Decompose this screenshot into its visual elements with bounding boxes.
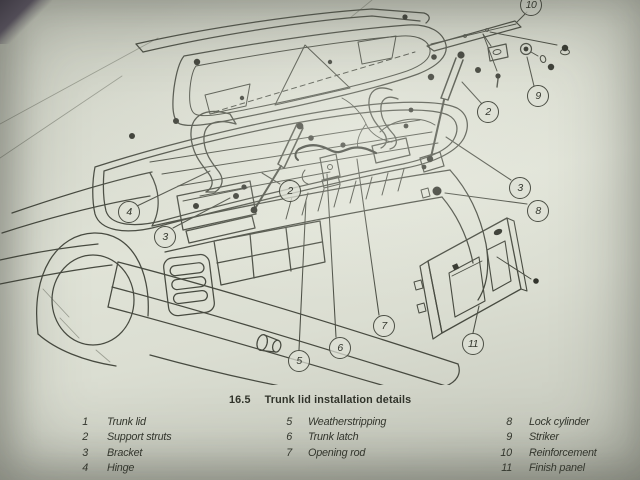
legend-item-label: Trunk latch bbox=[308, 431, 359, 444]
legend-item-label: Opening rod bbox=[308, 446, 366, 459]
legend-item-label: Bracket bbox=[107, 446, 143, 459]
car-body-drawing bbox=[0, 101, 489, 385]
legend-item-number: 2 bbox=[82, 431, 88, 444]
callout-10: 10 bbox=[520, 0, 542, 16]
callout-8: 8 bbox=[527, 200, 549, 222]
callout-7: 7 bbox=[373, 315, 395, 337]
callout-3: 3 bbox=[154, 226, 176, 248]
callout-3: 3 bbox=[509, 177, 531, 199]
legend-item-number: 7 bbox=[286, 446, 292, 459]
legend-item: 8 Lock cylinder bbox=[460, 416, 597, 431]
legend-item: 1 Trunk lid bbox=[56, 416, 171, 431]
finish-panel-drawing bbox=[413, 187, 532, 340]
legend-item-number: 8 bbox=[506, 416, 512, 428]
legend-item-number: 6 bbox=[286, 431, 292, 444]
legend-column-2: 5 Weatherstripping 6 Trunk latch 7 Openi… bbox=[260, 416, 386, 462]
callout-9: 9 bbox=[527, 85, 549, 107]
legend-item-number: 10 bbox=[500, 446, 512, 459]
figure-title: Trunk lid installation details bbox=[264, 394, 412, 406]
legend-item: 10 Reinforcement bbox=[460, 446, 597, 462]
legend-item-label: Reinforcement bbox=[529, 446, 597, 459]
trunk-lid-exploded-diagram bbox=[0, 0, 570, 385]
legend-item: 6 Trunk latch bbox=[260, 431, 386, 446]
legend-item: 5 Weatherstripping bbox=[260, 416, 386, 431]
legend-item-label: Lock cylinder bbox=[529, 416, 590, 428]
legend-item-label: Hinge bbox=[107, 461, 135, 474]
legend-item: 7 Opening rod bbox=[260, 447, 386, 462]
legend-item: 3 Bracket bbox=[56, 447, 171, 462]
callout-4: 4 bbox=[118, 201, 140, 223]
legend-item-label: Striker bbox=[529, 431, 559, 444]
legend-item-number: 11 bbox=[501, 461, 512, 474]
legend-item-number: 1 bbox=[82, 416, 88, 428]
figure-caption: 16.5 Trunk lid installation details bbox=[229, 394, 411, 406]
figure-number: 16.5 bbox=[229, 394, 251, 406]
legend-item: 11 Finish panel bbox=[460, 462, 597, 477]
support-struts-drawing bbox=[255, 57, 464, 208]
fasteners bbox=[129, 14, 569, 284]
callout-2: 2 bbox=[279, 180, 301, 202]
legend-column-1: 1 Trunk lid 2 Support struts 3 Bracket 4… bbox=[56, 416, 171, 477]
callout-5: 5 bbox=[288, 350, 310, 372]
legend-item-label: Weatherstripping bbox=[308, 416, 387, 428]
legend-item-label: Finish panel bbox=[529, 461, 585, 474]
legend-item: 9 Striker bbox=[460, 431, 597, 446]
trunk-lid-drawing bbox=[135, 8, 447, 127]
background-sketch-lines bbox=[0, 0, 373, 363]
callout-6: 6 bbox=[329, 337, 351, 359]
legend-item-number: 4 bbox=[82, 461, 88, 474]
legend-item: 2 Support struts bbox=[56, 431, 171, 446]
legend-item-number: 5 bbox=[286, 416, 292, 428]
latch-and-rod-drawing bbox=[294, 144, 378, 189]
legend-item: 4 Hinge bbox=[56, 462, 171, 477]
legend-column-3: 8 Lock cylinder 9 Striker 10 Reinforceme… bbox=[460, 416, 597, 477]
legend-item-label: Support struts bbox=[107, 431, 172, 444]
legend-item-label: Trunk lid bbox=[107, 416, 146, 428]
reinforcement-striker-lock-drawing bbox=[426, 20, 570, 88]
callout-2: 2 bbox=[477, 101, 499, 123]
legend-item-number: 9 bbox=[506, 431, 512, 444]
legend-item-number: 3 bbox=[82, 446, 88, 459]
hinge-drawing bbox=[176, 87, 411, 244]
callout-11: 11 bbox=[462, 333, 484, 355]
